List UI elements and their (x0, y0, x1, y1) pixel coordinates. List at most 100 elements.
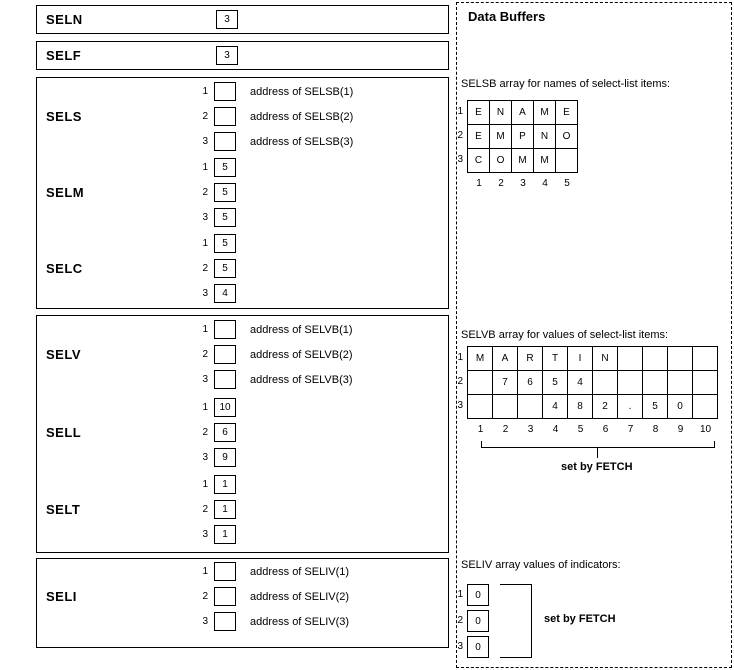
sell-row-3: 3 9 (196, 448, 236, 467)
address-note: address of SELVB(2) (250, 348, 353, 361)
grid-cell (643, 347, 668, 371)
row-index: 2 (202, 504, 208, 515)
seln-box (36, 5, 449, 34)
value-cell: 1 (214, 525, 236, 544)
grid-cell (668, 371, 693, 395)
selvb-grid: M A R T I N 7 6 5 4 4 8 (467, 346, 718, 419)
row-index: 2 (202, 187, 208, 198)
grid-cell: . (618, 395, 643, 419)
grid-cell: 2 (593, 395, 618, 419)
seli-label: SELI (46, 589, 77, 604)
selvb-row-label: 3 (457, 400, 463, 411)
value-cell: 1 (214, 475, 236, 494)
selsb-grid-row: E M P N O (468, 125, 578, 149)
value-cell: 1 (214, 500, 236, 519)
selvb-grid-row: M A R T I N (468, 347, 718, 371)
address-note: address of SELSB(3) (250, 135, 354, 148)
sels-selm-selc-box (36, 77, 449, 309)
sels-label: SELS (46, 109, 82, 124)
col-label: 7 (627, 424, 634, 435)
grid-cell (618, 371, 643, 395)
grid-cell: N (593, 347, 618, 371)
address-note: address of SELIV(3) (250, 615, 350, 628)
self-value-cell: 3 (216, 46, 238, 65)
col-label: 1 (476, 178, 482, 189)
grid-cell: 4 (568, 371, 593, 395)
col-label: 8 (652, 424, 659, 435)
row-index: 2 (202, 349, 208, 360)
selm-label: SELM (46, 185, 85, 200)
grid-cell: M (534, 101, 556, 125)
row-index: 2 (202, 591, 208, 602)
selsb-grid-row: E N A M E (468, 101, 578, 125)
value-cell: 5 (214, 158, 236, 177)
grid-cell: M (490, 125, 512, 149)
value-cell: 5 (214, 183, 236, 202)
value-cell (214, 107, 236, 126)
col-label: 4 (542, 178, 548, 189)
selvb-grid-row: 4 8 2 . 5 0 (468, 395, 718, 419)
selc-row-2: 2 5 (196, 259, 236, 278)
selt-row-2: 2 1 (196, 500, 236, 519)
value-cell: 4 (214, 284, 236, 303)
selvb-row-label: 1 (457, 352, 463, 363)
grid-cell: 5 (543, 371, 568, 395)
grid-cell (668, 347, 693, 371)
grid-cell: I (568, 347, 593, 371)
grid-cell: N (490, 101, 512, 125)
selt-row-3: 3 1 (196, 525, 236, 544)
row-index: 3 (202, 136, 208, 147)
selsb-row-label: 3 (457, 154, 463, 165)
selt-label: SELT (46, 502, 81, 517)
grid-cell: E (468, 101, 490, 125)
seli-row-3: 3 address of SELIV(3) (196, 612, 349, 631)
grid-cell (693, 371, 718, 395)
seliv-fetch-bracket (500, 584, 532, 658)
selv-row-3: 3 address of SELVB(3) (196, 370, 353, 389)
col-label: 2 (498, 178, 504, 189)
selt-row-1: 1 1 (196, 475, 236, 494)
grid-cell (693, 395, 718, 419)
row-index: 3 (202, 288, 208, 299)
seliv-value-cell: 0 (467, 636, 489, 658)
grid-cell (518, 395, 543, 419)
sell-row-1: 1 10 (196, 398, 236, 417)
selc-label: SELC (46, 261, 83, 276)
row-index: 2 (202, 111, 208, 122)
row-index: 2 (202, 263, 208, 274)
selvb-fetch-bracket-left-tick (481, 441, 482, 447)
value-cell: 6 (214, 423, 236, 442)
value-cell (214, 320, 236, 339)
col-label: 3 (520, 178, 526, 189)
sell-label: SELL (46, 425, 82, 440)
col-label: 6 (602, 424, 609, 435)
row-index: 1 (202, 324, 208, 335)
selvb-fetch-bracket-right-tick (714, 441, 715, 447)
row-index: 2 (202, 427, 208, 438)
row-index: 1 (202, 566, 208, 577)
grid-cell: 4 (543, 395, 568, 419)
row-index: 3 (202, 212, 208, 223)
address-note: address of SELSB(2) (250, 110, 354, 123)
value-cell (214, 132, 236, 151)
row-index: 3 (202, 529, 208, 540)
grid-cell: 6 (518, 371, 543, 395)
address-note: address of SELIV(1) (250, 565, 350, 578)
grid-cell: E (468, 125, 490, 149)
col-label: 3 (527, 424, 534, 435)
value-cell: 10 (214, 398, 236, 417)
col-label: 10 (699, 424, 712, 435)
self-label: SELF (46, 48, 82, 63)
selsb-grid: E N A M E E M P N O C O M M (467, 100, 578, 173)
value-cell: 5 (214, 208, 236, 227)
selv-row-2: 2 address of SELVB(2) (196, 345, 353, 364)
grid-cell (468, 371, 493, 395)
selc-row-1: 1 5 (196, 234, 236, 253)
value-cell (214, 370, 236, 389)
grid-cell (593, 371, 618, 395)
value-cell (214, 562, 236, 581)
selm-row-3: 3 5 (196, 208, 236, 227)
grid-cell: T (543, 347, 568, 371)
value-cell: 5 (214, 259, 236, 278)
